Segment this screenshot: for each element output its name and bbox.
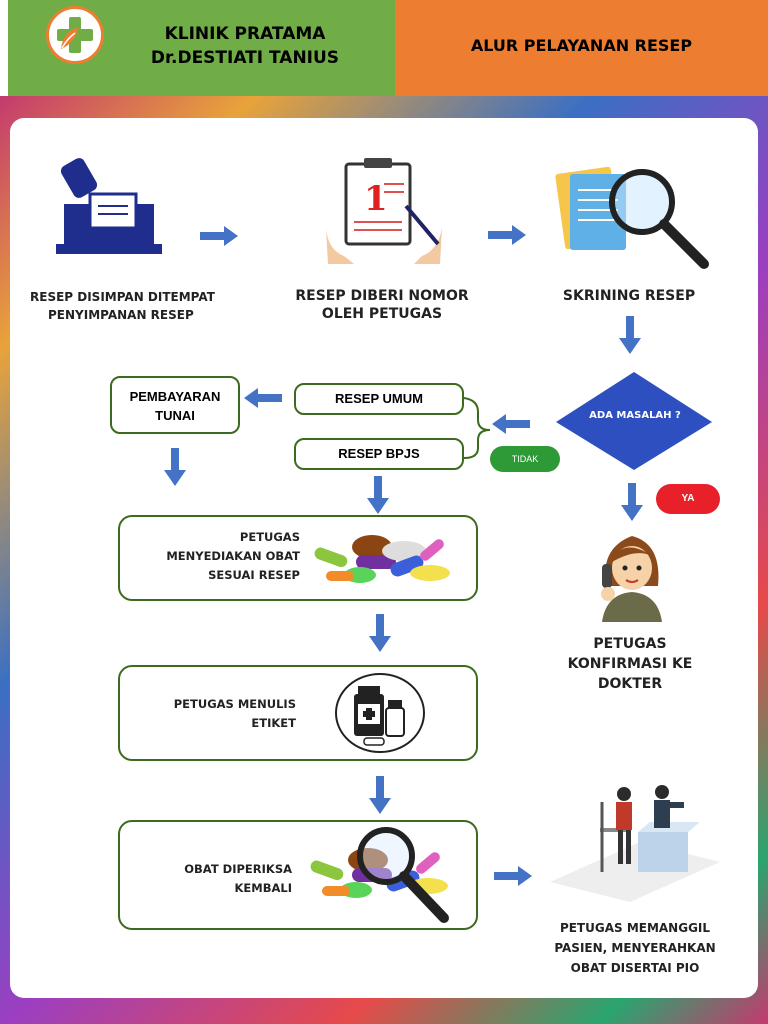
step3-label: SKRINING RESEP bbox=[562, 288, 696, 304]
prepare-box: PETUGAS MENYEDIAKAN OBAT SESUAI RESEP bbox=[118, 515, 478, 601]
resep-bpjs-label: RESEP BPJS bbox=[338, 446, 420, 461]
label-box: PETUGAS MENULIS ETIKET bbox=[118, 665, 478, 761]
prepare-label-line3: SESUAI RESEP bbox=[208, 568, 300, 582]
page-title: ALUR PELAYANAN RESEP bbox=[470, 36, 693, 55]
arrow-prepare-to-label bbox=[369, 614, 391, 652]
pharmacy-counter-icon bbox=[550, 785, 720, 902]
check-label-line2: KEMBALI bbox=[234, 881, 292, 895]
phone-woman-icon bbox=[601, 536, 662, 622]
payment-label-line2: TUNAI bbox=[155, 408, 195, 423]
decision-label: ADA MASALAH ? bbox=[589, 410, 681, 421]
arrow-step2-to-step3 bbox=[488, 225, 526, 245]
arrow-bpjs-to-prepare bbox=[367, 476, 389, 514]
decision-diamond bbox=[556, 372, 712, 470]
header-title-panel bbox=[395, 0, 768, 96]
resep-umum-label: RESEP UMUM bbox=[335, 391, 423, 406]
arrow-decision-to-type bbox=[492, 414, 530, 434]
arrow-decision-to-confirm bbox=[621, 483, 643, 521]
arrow-check-to-handover bbox=[494, 866, 532, 886]
check-label-line1: OBAT DIPERIKSA bbox=[184, 862, 292, 876]
handover-label-line2: PASIEN, MENYERAHKAN bbox=[554, 941, 716, 955]
clinic-name-line1: KLINIK PRATAMA bbox=[164, 24, 326, 44]
confirm-label: PETUGAS KONFIRMASI KE DOKTER bbox=[540, 634, 720, 694]
brace-connector bbox=[463, 397, 491, 459]
arrow-umum-to-payment bbox=[244, 388, 282, 408]
yes-badge: YA bbox=[656, 484, 720, 514]
handover-label-line3: OBAT DISERTAI PIO bbox=[570, 961, 700, 975]
step2-label: RESEP DIBERI NOMOR OLEH PETUGAS bbox=[282, 287, 482, 323]
clinic-name: KLINIK PRATAMA Dr.DESTIATI TANIUS bbox=[110, 22, 380, 70]
payment-box: PEMBAYARAN TUNAI bbox=[110, 376, 240, 434]
no-badge: TIDAK bbox=[490, 446, 560, 472]
prepare-label-line2: MENYEDIAKAN OBAT bbox=[166, 549, 300, 563]
plus-leaf-logo-icon bbox=[46, 6, 104, 64]
magnifier-document-icon bbox=[555, 166, 709, 269]
medicine-bottle-icon bbox=[335, 673, 425, 753]
step1-label: RESEP DISIMPAN DITEMPAT PENYIMPANAN RESE… bbox=[30, 288, 230, 324]
label-label-line1: PETUGAS MENULIS bbox=[173, 697, 296, 711]
confirm-label-line2: KONFIRMASI KE bbox=[567, 656, 693, 672]
handover-label-line1: PETUGAS MEMANGGIL bbox=[559, 921, 711, 935]
arrow-label-to-check bbox=[369, 776, 391, 814]
step2-label-line2: OLEH PETUGAS bbox=[321, 306, 443, 322]
clipboard-number-icon: 1 bbox=[326, 158, 442, 264]
prepare-label-line1: PETUGAS bbox=[239, 530, 300, 544]
confirm-label-line1: PETUGAS bbox=[593, 636, 667, 652]
resep-bpjs-box: RESEP BPJS bbox=[294, 438, 464, 470]
check-box: OBAT DIPERIKSA KEMBALI bbox=[118, 820, 478, 930]
resep-umum-box: RESEP UMUM bbox=[294, 383, 464, 415]
arrow-payment-to-prepare bbox=[164, 448, 186, 486]
label-label-line2: ETIKET bbox=[251, 716, 296, 730]
confirm-label-line3: DOKTER bbox=[597, 676, 663, 692]
handover-label: PETUGAS MEMANGGIL PASIEN, MENYERAHKAN OB… bbox=[545, 918, 725, 978]
arrow-step3-to-decision bbox=[619, 316, 641, 354]
arrow-step1-to-step2 bbox=[200, 226, 238, 246]
svg-text:1: 1 bbox=[364, 179, 388, 219]
pills-magnifier-icon bbox=[310, 827, 449, 923]
pills-icon bbox=[314, 535, 450, 583]
step2-label-line1: RESEP DIBERI NOMOR bbox=[295, 288, 469, 304]
payment-label-line1: PEMBAYARAN bbox=[129, 389, 221, 404]
ballot-box-icon bbox=[56, 158, 162, 254]
clinic-name-line2: Dr.DESTIATI TANIUS bbox=[150, 48, 340, 68]
step1-label-line2: PENYIMPANAN RESEP bbox=[48, 308, 194, 322]
step1-label-line1: RESEP DISIMPAN DITEMPAT bbox=[30, 290, 215, 304]
